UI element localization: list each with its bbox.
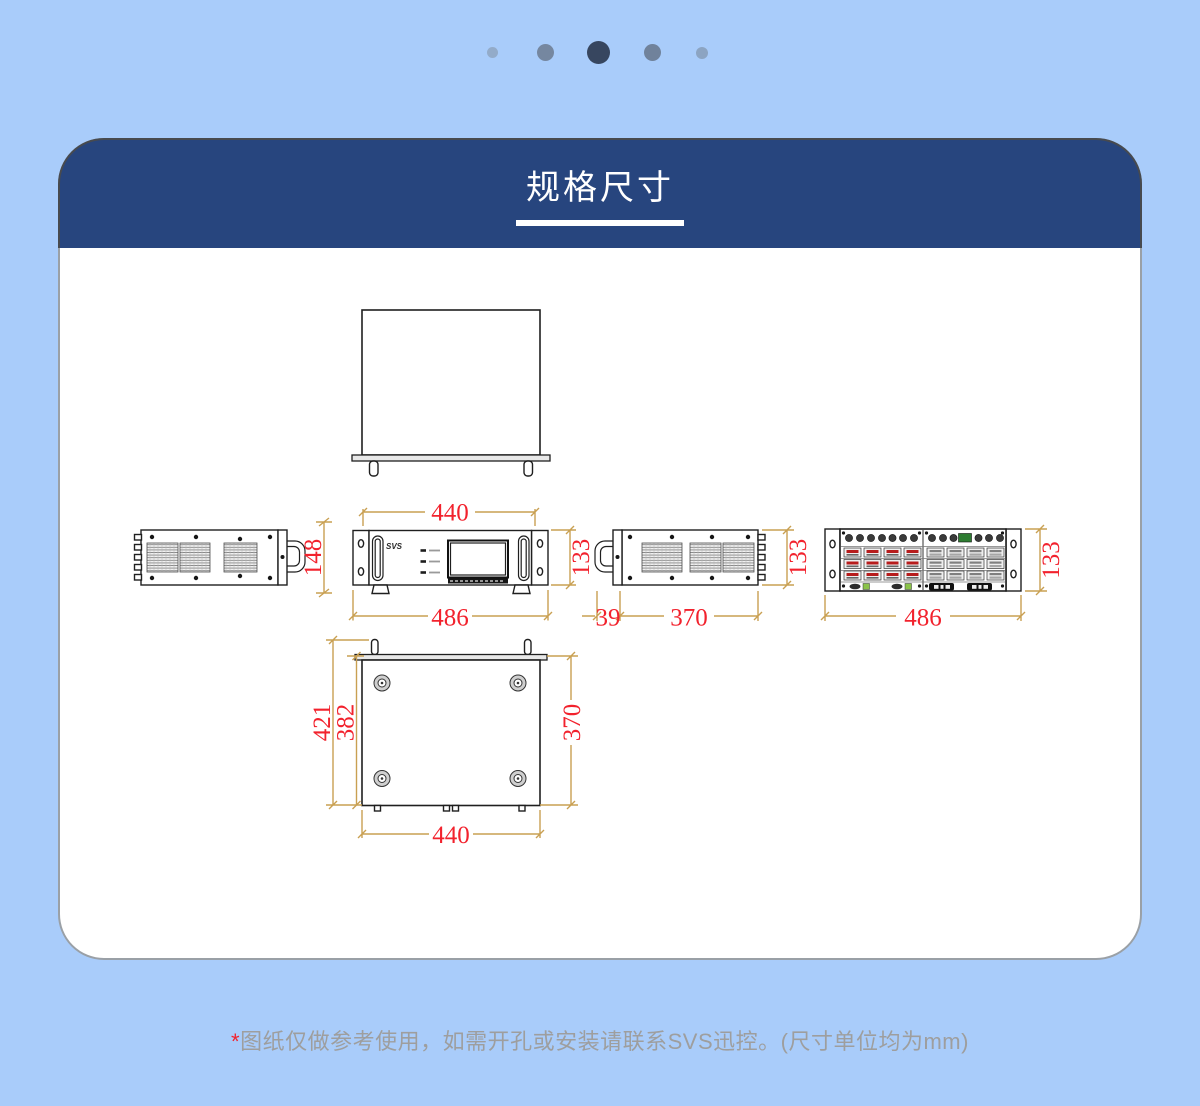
rear-pin bbox=[370, 638, 379, 656]
dimension-label: 133 bbox=[1038, 541, 1065, 579]
mount-tab bbox=[757, 563, 766, 571]
foot bbox=[523, 460, 534, 477]
drawing-left-side-view: 148 bbox=[133, 517, 332, 598]
dimension-label: 133 bbox=[785, 539, 812, 577]
dimension-label: 382 bbox=[333, 704, 360, 742]
dim-top-body-depth: 382 bbox=[333, 651, 364, 810]
vent-grille bbox=[223, 542, 258, 573]
drawing-rear-view: 486 133 bbox=[820, 524, 1065, 632]
rack-ear bbox=[530, 529, 549, 586]
front-tab bbox=[451, 804, 460, 812]
model-label-strip bbox=[448, 578, 508, 584]
mount-tab bbox=[757, 543, 766, 551]
mount-tab bbox=[133, 553, 143, 561]
drawing-right-side-view: 39 370 133 bbox=[582, 525, 812, 632]
dim-rear-outer-width: 486 bbox=[820, 595, 1026, 632]
carousel-dot-4[interactable] bbox=[644, 44, 661, 61]
foot bbox=[368, 460, 379, 477]
drawing-top-elevation bbox=[351, 309, 551, 477]
dim-side-body-depth: 370 bbox=[620, 591, 763, 632]
mount-tab bbox=[757, 553, 766, 561]
handle bbox=[287, 540, 306, 573]
carousel-dot-5[interactable] bbox=[696, 47, 708, 59]
foot bbox=[512, 584, 531, 595]
dimension-label: 370 bbox=[559, 704, 586, 742]
bnc-connector-row bbox=[845, 533, 1004, 543]
dimension-label: 486 bbox=[431, 605, 469, 632]
dim-front-inner-width: 440 bbox=[358, 500, 540, 527]
foot bbox=[371, 584, 390, 595]
network-port bbox=[958, 533, 972, 543]
front-tab bbox=[442, 804, 451, 812]
handle bbox=[594, 540, 613, 573]
carousel-dots bbox=[440, 38, 760, 68]
vent-grille bbox=[722, 542, 755, 573]
dimension-label: 440 bbox=[431, 500, 469, 527]
rack-ear bbox=[824, 528, 841, 592]
vent-grille bbox=[179, 542, 211, 573]
mount-tab bbox=[133, 543, 143, 551]
dimension-label: 440 bbox=[432, 822, 470, 849]
dimension-label: 486 bbox=[904, 605, 942, 632]
rack-ear bbox=[352, 529, 370, 586]
dim-top-width: 440 bbox=[357, 810, 545, 849]
chassis-feet bbox=[373, 674, 527, 787]
dim-side-left-height: 148 bbox=[300, 517, 332, 598]
carousel-dot-3-active[interactable] bbox=[587, 41, 610, 64]
drawing-front-view: SVS 440 486 133 bbox=[348, 500, 595, 632]
footnote: *图纸仅做参考使用，如需开孔或安装请联系SVS迅控。(尺寸单位均为mm) bbox=[60, 1024, 1140, 1056]
dim-rear-height: 133 bbox=[1025, 524, 1065, 596]
vent-grille bbox=[146, 542, 179, 573]
drawing-bottom-view: 421 382 370 440 bbox=[309, 635, 586, 849]
carousel-dot-1[interactable] bbox=[487, 47, 498, 58]
title-underline bbox=[516, 220, 684, 226]
mount-tab bbox=[133, 573, 143, 581]
rack-ear bbox=[1005, 528, 1022, 592]
dimension-label: 370 bbox=[670, 605, 708, 632]
brand-logo: SVS bbox=[386, 542, 403, 551]
front-tab bbox=[373, 804, 382, 812]
rear-pin bbox=[523, 638, 532, 656]
spec-card: 规格尺寸 *图纸仅做参考使用，如需开孔或安装请联系SVS迅控。(尺寸单位均为mm… bbox=[58, 138, 1142, 1054]
footnote-text: 图纸仅做参考使用，如需开孔或安装请联系SVS迅控。 bbox=[240, 1029, 781, 1054]
dimension-label: 421 bbox=[309, 704, 336, 742]
dimension-label: 39 bbox=[596, 605, 621, 632]
mount-tab bbox=[757, 533, 766, 541]
section-header: 规格尺寸 bbox=[58, 138, 1142, 248]
carousel-dot-2[interactable] bbox=[537, 44, 554, 61]
dim-front-height: 133 bbox=[551, 525, 595, 590]
iec-power-inlet bbox=[929, 583, 954, 591]
dim-front-outer-width: 486 bbox=[348, 590, 553, 632]
dimension-label: 133 bbox=[568, 539, 595, 577]
footnote-asterisk: * bbox=[231, 1029, 241, 1054]
front-handle bbox=[371, 535, 384, 582]
front-tab bbox=[518, 804, 526, 812]
mount-tab bbox=[133, 563, 143, 571]
front-display bbox=[447, 539, 509, 579]
vent-grille bbox=[641, 542, 683, 573]
mount-tab bbox=[133, 533, 143, 541]
front-handle bbox=[517, 535, 530, 582]
iec-power-inlet bbox=[967, 583, 992, 591]
section-title: 规格尺寸 bbox=[526, 169, 674, 207]
mount-tab bbox=[757, 573, 766, 581]
dimension-label: 148 bbox=[300, 539, 327, 577]
footnote-unit-note: (尺寸单位均为mm) bbox=[780, 1029, 969, 1054]
dim-handle-depth: 39 bbox=[582, 591, 625, 632]
dim-top-right-depth: 370 bbox=[540, 651, 586, 810]
dim-top-total-depth: 421 bbox=[309, 635, 369, 810]
dim-side-height: 133 bbox=[762, 525, 812, 590]
indicator-leds bbox=[420, 549, 440, 574]
vent-grille bbox=[689, 542, 722, 573]
